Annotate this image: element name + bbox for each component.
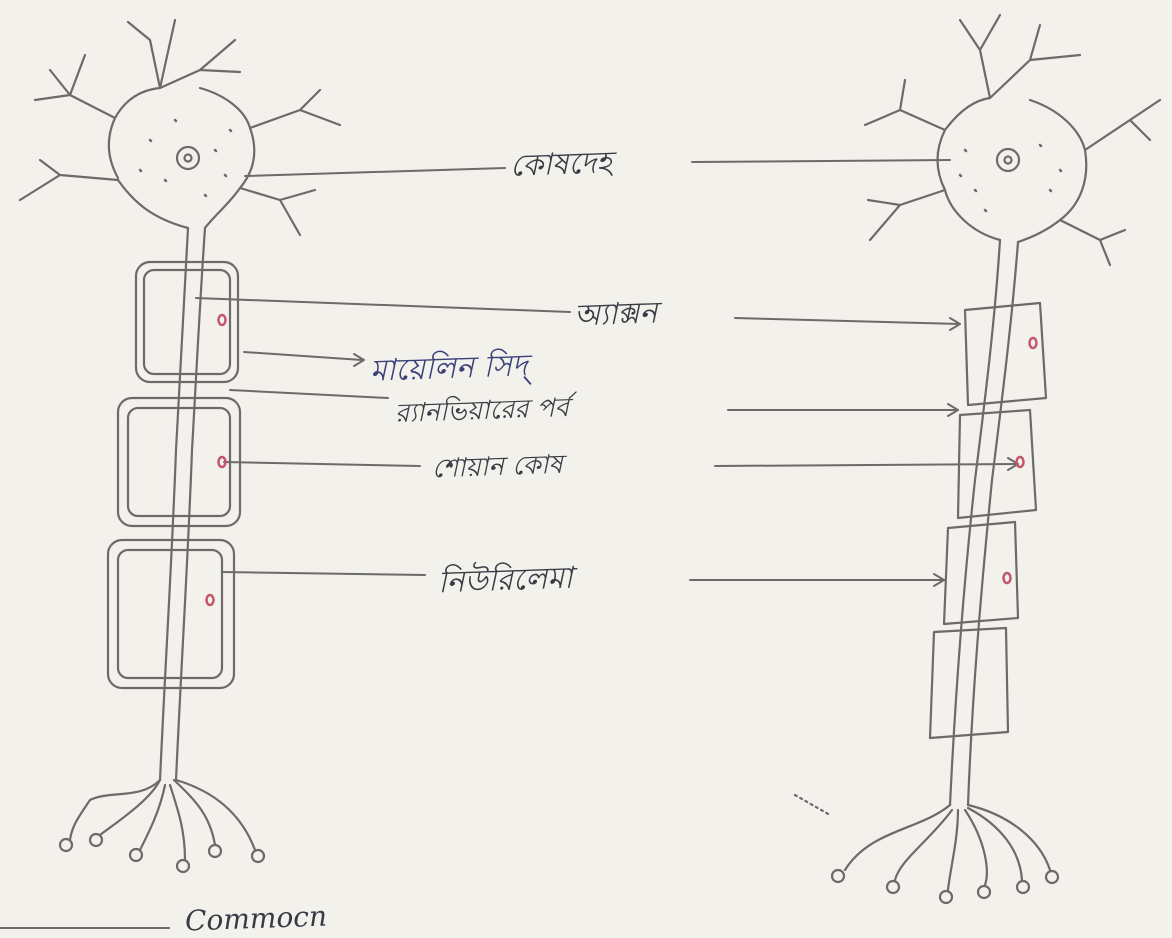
- pointer-schwann-right: [715, 464, 1018, 466]
- label-bottom-caption: Commocn: [184, 900, 327, 938]
- left-soma: [20, 20, 340, 235]
- pointer-myelin-left: [244, 352, 362, 360]
- left-terminal-knobs: [60, 834, 264, 872]
- right-axon-terminals: [845, 805, 1050, 890]
- right-terminal-knobs: [832, 870, 1058, 903]
- pointer-axon-right: [735, 318, 960, 324]
- left-neuron: [20, 20, 340, 872]
- label-axon: অ্যাক্সন: [573, 289, 658, 343]
- right-soma: [865, 15, 1160, 265]
- left-axon-terminals: [70, 780, 255, 860]
- pointer-cell-body-left: [245, 168, 505, 176]
- label-schwann-cell: শোয়ান কোষ: [431, 444, 563, 493]
- right-nucleus: [997, 149, 1019, 171]
- stray-mark: [795, 795, 830, 815]
- right-soma-speckles: [960, 145, 1061, 211]
- label-neurilemma: নিউরিলেমা: [437, 554, 573, 610]
- label-cell-body: কোষদেহ: [509, 138, 613, 193]
- pointer-lines: [196, 160, 1018, 586]
- left-axon: [160, 228, 205, 780]
- left-nucleus: [177, 147, 199, 169]
- pointer-neurilemma-left: [222, 572, 425, 575]
- right-neuron: [832, 15, 1160, 903]
- label-node-of-ranvier: র‍্যানভিয়ারের পর্ব: [394, 387, 569, 437]
- pointer-cell-body-right: [692, 160, 950, 162]
- pointer-schwann-left: [224, 462, 420, 466]
- pointer-axon-left: [196, 298, 570, 312]
- pointer-node-left: [230, 390, 388, 398]
